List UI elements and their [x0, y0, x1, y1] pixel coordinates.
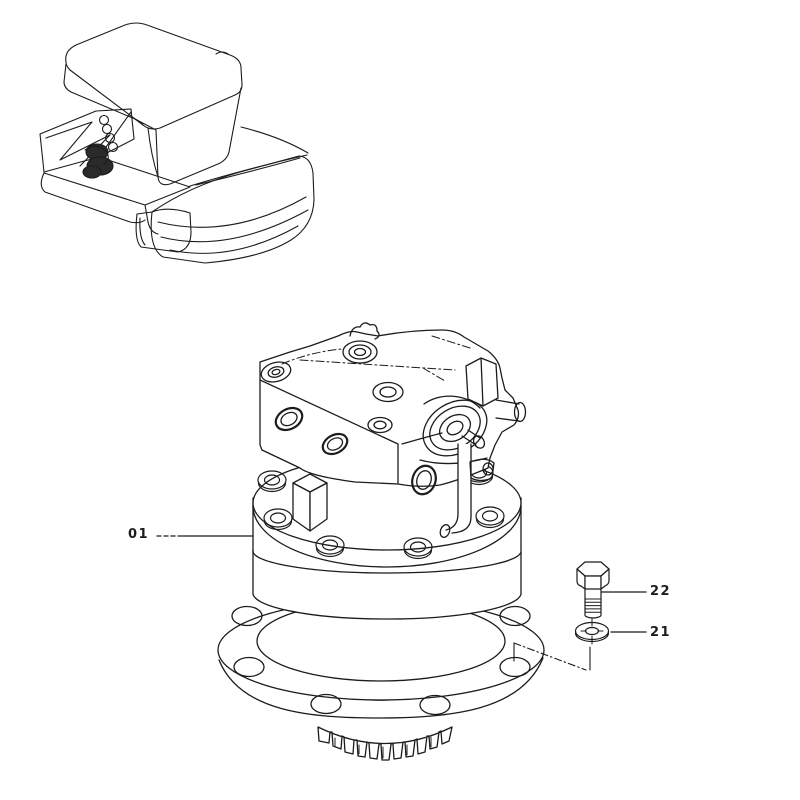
top-plugs	[260, 322, 404, 434]
right-bracket	[465, 357, 527, 423]
front-step-box	[135, 208, 192, 253]
truss-braces	[45, 111, 132, 167]
marker-squiggle	[84, 145, 109, 165]
hydraulic-motor-body	[259, 322, 527, 487]
callout-label-21: 21	[650, 625, 672, 640]
deck-rails	[40, 156, 191, 235]
washer-drawing	[574, 618, 610, 645]
pipe-clamp	[469, 458, 495, 482]
cover-creases	[134, 51, 229, 178]
truss-frame	[39, 108, 135, 173]
drain-pipe	[411, 443, 495, 538]
front-ports	[274, 406, 349, 456]
cover-top-face	[65, 22, 243, 130]
hex-bolt-drawing	[576, 561, 610, 619]
stopper-block	[292, 473, 328, 532]
cover-right-face	[155, 87, 242, 186]
machine-locator-thumbnail	[39, 22, 315, 264]
leader-lines	[156, 535, 647, 671]
pinion-gear	[317, 726, 453, 761]
case-port	[411, 464, 437, 496]
cover-left-face	[63, 63, 144, 126]
counterweight-outline	[150, 155, 315, 264]
callout-label-22: 22	[650, 584, 672, 599]
hose-coil	[98, 114, 119, 153]
deck-right-edges	[189, 126, 309, 187]
flange-holes	[231, 605, 531, 716]
swing-motor-assembly-drawing	[217, 322, 545, 761]
callout-label-01: 01	[128, 527, 150, 542]
counterweight-bands	[157, 196, 309, 254]
leader-diagonal	[513, 642, 587, 671]
